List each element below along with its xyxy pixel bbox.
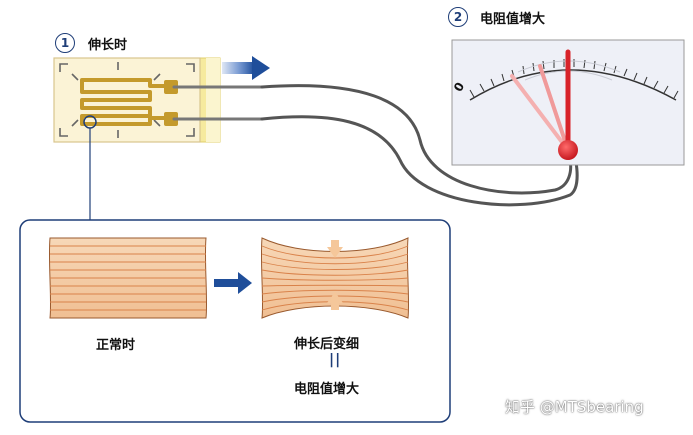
step-2-title: 电阻值增大: [480, 12, 546, 27]
normal-wire-bundle: [48, 237, 208, 319]
transition-arrow: [214, 272, 252, 294]
equals-symbol: ||: [329, 352, 342, 368]
wire-bottom: [260, 115, 579, 207]
watermark-text: 知乎 @MTSbearing: [505, 398, 644, 416]
wire-top: [260, 84, 573, 195]
step-1-badge: 1: [55, 33, 75, 53]
solder-pad-bottom: [164, 112, 178, 126]
resistance-meter: [451, 39, 685, 166]
needle-pivot: [558, 140, 578, 160]
gauge-tab-edge: [206, 58, 220, 142]
step-1-title: 伸长时: [88, 38, 128, 53]
foil-grid: [80, 78, 168, 126]
step-2-badge: 2: [448, 7, 468, 27]
stretched-state-label: 伸长后变细: [294, 337, 360, 352]
result-label: 电阻值增大: [294, 382, 360, 397]
lead-wires: [172, 84, 579, 207]
ghost-needle-1: [510, 74, 570, 152]
strain-gauge: [53, 57, 221, 143]
stretch-arrow: [222, 56, 270, 80]
solder-pad-top: [164, 80, 178, 94]
stretched-wire-bundle: [260, 237, 410, 319]
alignment-marks: [59, 62, 195, 138]
ghost-needle-2: [538, 64, 570, 152]
detail-panel: [19, 219, 451, 423]
normal-state-label: 正常时: [96, 338, 136, 353]
compression-arrows: [327, 240, 343, 310]
